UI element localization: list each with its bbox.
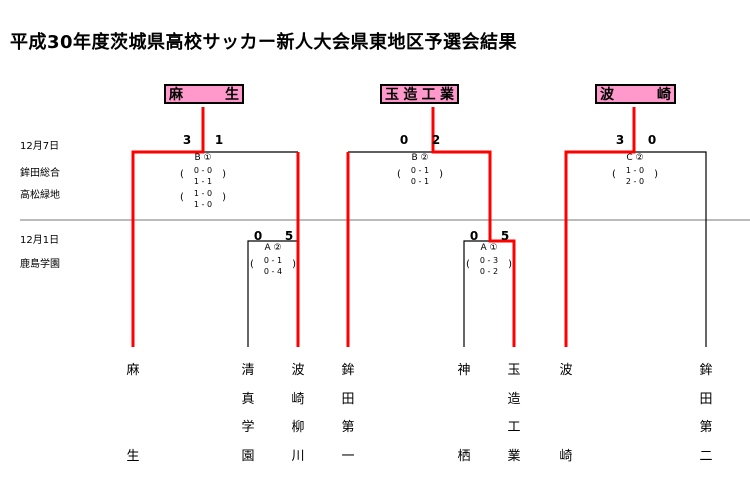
winner-char: 業 xyxy=(439,87,454,103)
winner-box: 波 崎 xyxy=(595,84,676,104)
team-name-char: 玉 xyxy=(507,363,521,378)
team-name-char: 柳 xyxy=(291,420,305,435)
score: 1 xyxy=(214,133,224,147)
venue-label: 高松緑地 xyxy=(20,190,60,201)
team-name-char: 鉾 xyxy=(699,363,713,378)
winner-char: 玉 xyxy=(385,87,399,103)
date-label: 12月7日 xyxy=(20,141,60,152)
team-name-char: 真 xyxy=(241,392,255,407)
team-name-char: 神 xyxy=(457,363,471,378)
game-label: A ① xyxy=(480,243,498,253)
winner-char: 造 xyxy=(403,87,418,103)
score: 5 xyxy=(284,229,294,243)
date-label: 12月1日 xyxy=(20,235,60,246)
score: 0 xyxy=(399,133,409,147)
game-label: A ② xyxy=(264,243,282,253)
score: 0 xyxy=(469,229,479,243)
winner-char: 生 xyxy=(225,87,239,103)
team-name-char: 造 xyxy=(507,392,521,407)
score: 3 xyxy=(615,133,625,147)
team-name-char: 波 xyxy=(291,363,305,378)
score: 3 xyxy=(182,133,192,147)
winner-char: 波 xyxy=(600,87,614,103)
team-name-char: 工 xyxy=(507,420,521,435)
team-name-char: 崎 xyxy=(559,449,573,464)
venue-label: 鹿島学園 xyxy=(20,259,60,270)
team-name-char: 一 xyxy=(341,449,355,464)
venue-label: 鉾田総合 xyxy=(20,168,60,179)
game-label: B ② xyxy=(411,153,429,163)
losing-lines xyxy=(203,151,707,347)
team-name-char: 川 xyxy=(291,449,305,464)
winner-box: 麻 生 xyxy=(164,84,244,104)
team-name-char: 栖 xyxy=(457,449,471,464)
winner-char: 工 xyxy=(421,87,436,103)
winner-char: 麻 xyxy=(169,87,183,103)
winner-char: 崎 xyxy=(657,87,671,103)
score: 5 xyxy=(500,229,510,243)
page-title: 平成30年度茨城県高校サッカー新人大会県東地区予選会結果 xyxy=(10,32,518,53)
team-name-char: 田 xyxy=(699,392,713,407)
team-name-char: 第 xyxy=(341,420,355,435)
winning-lines xyxy=(131,107,636,347)
winner-box: 玉 造 工 業 xyxy=(380,84,459,104)
team-name-char: 生 xyxy=(126,449,140,464)
team-name-char: 麻 xyxy=(126,363,140,378)
team-name-char: 園 xyxy=(241,449,255,464)
score: 0 xyxy=(647,133,657,147)
game-label: B ① xyxy=(194,153,212,163)
game-label: C ② xyxy=(626,153,644,163)
team-name-char: 業 xyxy=(507,449,521,464)
team-name-char: 第 xyxy=(699,420,713,435)
team-name-char: 田 xyxy=(341,392,355,407)
team-name-char: 波 xyxy=(559,363,573,378)
team-name-char: 二 xyxy=(699,449,713,464)
score: 2 xyxy=(431,133,441,147)
team-name-char: 崎 xyxy=(291,392,305,407)
team-name-char: 学 xyxy=(241,420,255,435)
team-name-char: 鉾 xyxy=(341,363,355,378)
score: 0 xyxy=(253,229,263,243)
team-name-char: 清 xyxy=(241,363,255,378)
